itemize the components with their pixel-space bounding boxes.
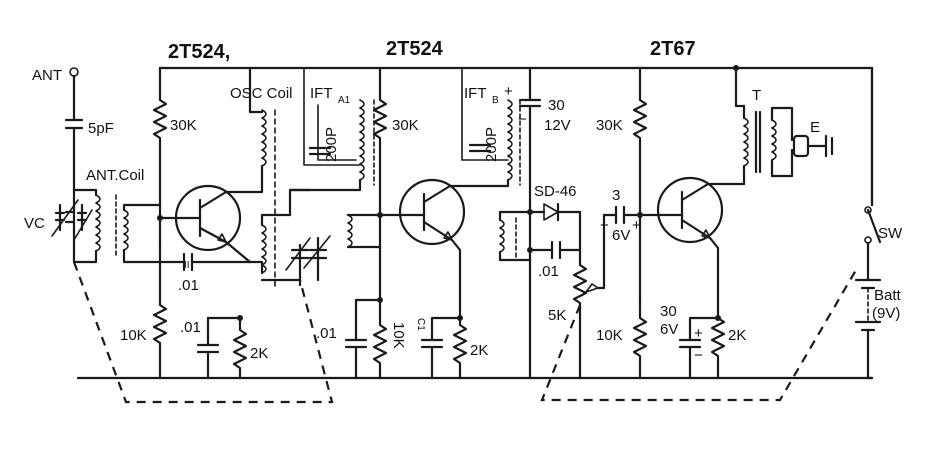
resistor-r5: 2K bbox=[232, 316, 268, 380]
battery: Batt (9V) bbox=[854, 278, 902, 380]
ift-a-capacitor-label: 200P bbox=[323, 127, 340, 162]
emitter-capacitor-3: 30 6V + − bbox=[660, 303, 720, 380]
resistor-r8: 10K bbox=[596, 298, 648, 380]
resistor-r6: 10K bbox=[372, 298, 407, 380]
gang-link-tuning bbox=[72, 261, 334, 404]
resistor-r2: 30K bbox=[372, 66, 419, 302]
detector-capacitor-label: .01 bbox=[538, 263, 559, 280]
resistor-r3: 30K bbox=[596, 66, 648, 302]
emitter-capacitor-3-minus: − bbox=[694, 347, 703, 364]
ift-b-plus: + bbox=[504, 83, 513, 100]
ift-b: IFT B + 200P bbox=[461, 67, 542, 262]
emitter-capacitor-3-plus: + bbox=[694, 325, 703, 342]
filter-capacitor-value: 30 bbox=[548, 97, 565, 114]
gang-link-switch bbox=[540, 269, 857, 402]
power-switch-label: SW bbox=[878, 225, 903, 242]
filter-capacitor-voltage: 12V bbox=[544, 117, 571, 134]
resistor-r9: 2K bbox=[710, 298, 746, 380]
volume-potentiometer-label: 5K bbox=[548, 307, 566, 324]
ift-a-label: IFT bbox=[310, 85, 333, 102]
output-transformer-label: T bbox=[752, 87, 761, 104]
ift-a: IFT A1 200P bbox=[288, 67, 382, 249]
coupling-capacitor-c2-plus: + bbox=[632, 217, 641, 234]
coupling-capacitor-c1-label: .01 bbox=[178, 277, 199, 294]
resistor-r2-label: 30K bbox=[392, 117, 419, 134]
antenna: ANT bbox=[32, 67, 79, 122]
resistor-r5-label: 2K bbox=[250, 345, 268, 362]
oscillator-tuning-capacitor bbox=[260, 235, 331, 287]
coupling-capacitor-c2-value: 3 bbox=[612, 187, 620, 204]
emitter-capacitor-3-value: 30 bbox=[660, 303, 677, 320]
coupling-capacitor-c2-voltage: 6V bbox=[612, 227, 630, 244]
ift-a-sub: A1 bbox=[338, 95, 351, 106]
filter-capacitor-minus: − bbox=[518, 111, 527, 128]
coupling-capacitor-c2: 3 6V − + bbox=[600, 187, 662, 244]
coupling-capacitor-c1-mark: II bbox=[184, 260, 190, 271]
tuning-capacitor: VC bbox=[24, 188, 93, 264]
antenna-label: ANT bbox=[32, 67, 62, 84]
coupling-capacitor-c1: II .01 bbox=[178, 252, 252, 294]
transistor-2 bbox=[378, 178, 472, 302]
power-switch: SW bbox=[864, 66, 903, 282]
resistor-r7-label: 2K bbox=[470, 342, 488, 359]
tuning-capacitor-label: VC bbox=[24, 215, 45, 232]
filter-capacitor: 30 12V − bbox=[518, 66, 571, 380]
transistor-3-label: 2T67 bbox=[650, 38, 696, 60]
osc-coil bbox=[248, 66, 312, 291]
transistor-3 bbox=[656, 176, 746, 302]
ift-b-label: IFT bbox=[464, 85, 487, 102]
transistor-1 bbox=[158, 184, 252, 264]
resistor-r4-label: 10K bbox=[120, 327, 147, 344]
emitter-capacitor-1: .01 bbox=[180, 316, 242, 380]
emitter-capacitor-1-label: .01 bbox=[180, 319, 201, 336]
antenna-coil bbox=[72, 188, 182, 264]
emitter-capacitor-3-voltage: 6V bbox=[660, 321, 678, 338]
transistor-2-label: 2T524 bbox=[386, 38, 444, 60]
detector-diode: SD-46 bbox=[534, 183, 582, 222]
osc-coil-label: OSC Coil bbox=[230, 85, 293, 102]
resistor-r4: 10K bbox=[120, 243, 168, 380]
battery-voltage: (9V) bbox=[872, 305, 900, 322]
coupling-capacitor-c2-minus: − bbox=[600, 217, 609, 234]
resistor-r8-label: 10K bbox=[596, 327, 623, 344]
battery-label: Batt bbox=[874, 287, 902, 304]
emitter-capacitor-2-label: C1 bbox=[415, 318, 426, 331]
detector-diode-label: SD-46 bbox=[534, 183, 577, 200]
output-transformer: T bbox=[734, 66, 794, 186]
resistor-r9-label: 2K bbox=[728, 327, 746, 344]
antenna-coil-label: ANT.Coil bbox=[86, 167, 144, 184]
resistor-r1-label: 30K bbox=[170, 117, 197, 134]
antenna-capacitor: 5pF bbox=[64, 118, 114, 192]
ift-b-sub: B bbox=[492, 95, 499, 106]
base-capacitor-2: .01 bbox=[316, 298, 382, 380]
earphone-label: E bbox=[810, 119, 820, 136]
emitter-capacitor-2: C1 bbox=[415, 316, 462, 380]
resistor-r3-label: 30K bbox=[596, 117, 623, 134]
ift-b-capacitor-label: 200P bbox=[483, 127, 500, 162]
resistor-r1: 30K bbox=[152, 66, 197, 247]
resistor-r6-label: 10K bbox=[390, 322, 407, 349]
transistor-1-label: 2T524, bbox=[168, 41, 230, 63]
earphone-icon: E bbox=[792, 119, 834, 158]
volume-potentiometer: 5K bbox=[548, 210, 606, 380]
base-capacitor-2-label: .01 bbox=[316, 325, 337, 342]
antenna-capacitor-label: 5pF bbox=[88, 120, 114, 137]
resistor-r7: 2K bbox=[452, 298, 488, 380]
junction-dots bbox=[157, 65, 739, 321]
detector-capacitor: .01 bbox=[528, 240, 582, 280]
